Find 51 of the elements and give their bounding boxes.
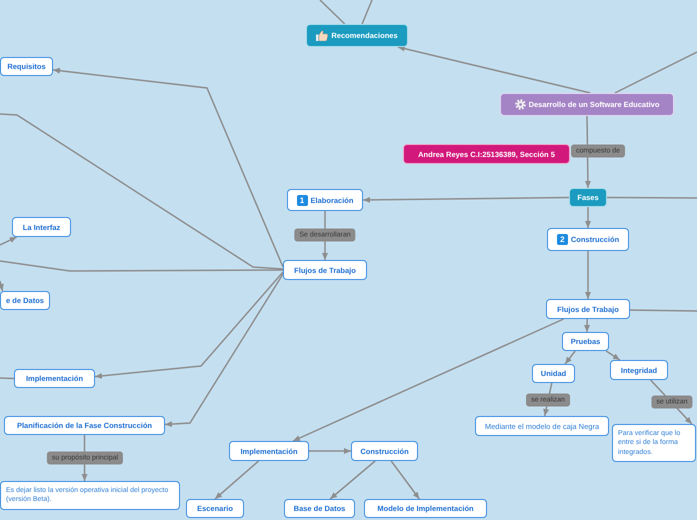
topic-box [4, 416, 165, 435]
arrow [585, 251, 591, 299]
arrow [292, 318, 564, 442]
arrow [564, 350, 576, 364]
arrow [164, 274, 284, 428]
topic-box [14, 369, 95, 388]
arrow [330, 460, 376, 500]
arrow [606, 350, 620, 361]
note-box [475, 416, 609, 436]
topic-box [306, 24, 408, 47]
arrow [94, 272, 284, 379]
central-topic-box [500, 93, 674, 116]
connector-line [630, 309, 697, 312]
topic-box [351, 441, 418, 461]
connector-line [607, 196, 697, 199]
topic-box [562, 332, 609, 351]
arrow [398, 46, 591, 94]
arrow [585, 207, 591, 228]
connector-line [0, 113, 284, 270]
topic-box [569, 188, 607, 207]
arrow [390, 460, 420, 500]
topic-box [283, 260, 367, 280]
topic-box [186, 499, 244, 518]
connector-line [319, 0, 346, 25]
connector-line [0, 260, 283, 272]
step-number: 1 [296, 194, 308, 206]
note-box [0, 481, 180, 510]
topic-box [364, 499, 487, 518]
topic-box [284, 499, 355, 518]
step-number: 2 [556, 234, 568, 245]
arrow [309, 448, 351, 454]
arrow [584, 318, 590, 332]
topic-box [0, 57, 53, 76]
author-box [403, 144, 570, 164]
arrow [0, 236, 18, 246]
connector-line [614, 51, 697, 94]
note-box [612, 424, 696, 462]
connector-line [361, 0, 373, 24]
topic-box [12, 217, 71, 237]
arrow [0, 280, 4, 292]
topic-box [547, 228, 629, 251]
arrow [52, 68, 284, 268]
topic-box [546, 299, 630, 319]
topic-box [287, 189, 363, 211]
arrow [214, 460, 260, 500]
connector-line [0, 377, 14, 380]
topic-box [532, 364, 575, 383]
topic-box [229, 441, 309, 461]
topic-box [0, 291, 50, 310]
topic-box [610, 360, 668, 380]
arrow [363, 196, 569, 203]
